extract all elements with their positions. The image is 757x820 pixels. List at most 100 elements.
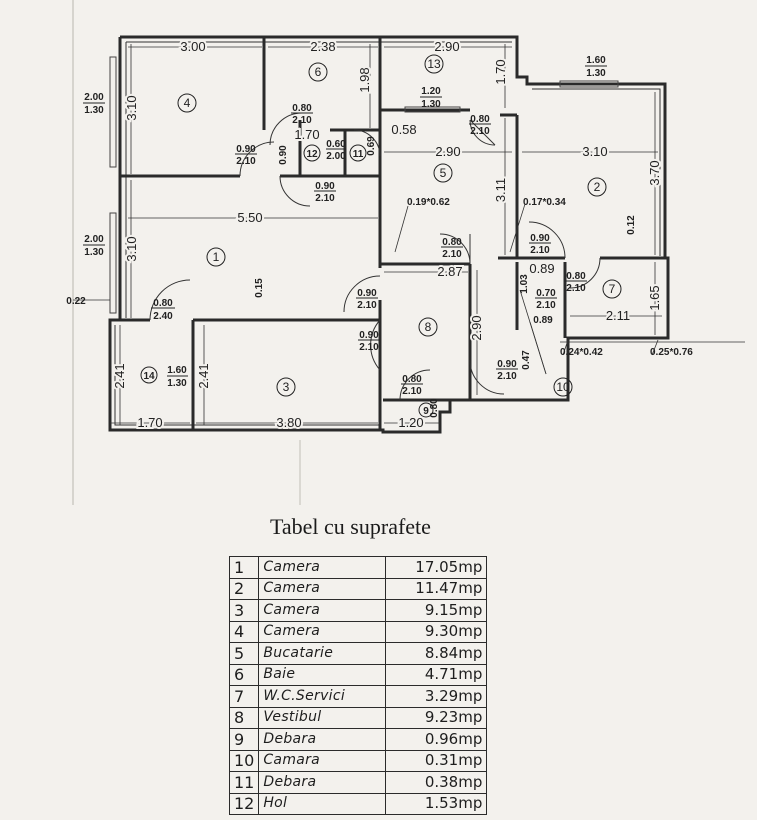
opening-top: 0.90: [530, 233, 550, 244]
room-area: 9.30mp: [385, 620, 488, 643]
section-labels: 0.19*0.62 0.17*0.34 0.24*0.42 0.25*0.76: [407, 197, 693, 358]
opening-fraction: 0.90 2.10: [358, 330, 380, 353]
section-label: 0.25*0.76: [650, 347, 693, 358]
section-label: 0.24*0.42: [560, 347, 603, 358]
room-area: 0.96mp: [385, 728, 488, 751]
opening-bottom: 2.10: [359, 342, 379, 353]
dimension-label: 0.69: [366, 136, 377, 156]
room-area: 8.84mp: [385, 642, 488, 665]
row-number: 8: [228, 706, 260, 729]
dimension-label: 1.03: [519, 274, 530, 294]
opening-bottom: 1.30: [586, 68, 606, 79]
room-area: 9.15mp: [385, 599, 488, 622]
room-area: 11.47mp: [385, 577, 488, 600]
room-area: 17.05mp: [385, 556, 488, 579]
opening-fraction: 0.90 2.10: [314, 181, 336, 204]
room-name: Camera: [258, 599, 387, 622]
dimension-label: 3.80: [276, 415, 301, 430]
section-label: 0.17*0.34: [523, 197, 566, 208]
room-label: 8: [418, 317, 438, 337]
door-swings: [149, 112, 601, 401]
opening-bottom: 2.40: [153, 311, 173, 322]
room-label: 9: [418, 402, 434, 418]
room-number: 6: [315, 65, 322, 79]
room-label: 6: [308, 62, 328, 82]
dimension-label: 0.22: [66, 296, 86, 307]
opening-fraction: 1.20 1.30: [420, 86, 442, 110]
section-pointers: [394, 203, 659, 375]
opening-top: 0.90: [315, 181, 335, 192]
room-label: 14: [140, 366, 158, 384]
row-number: 9: [228, 728, 260, 751]
room-label: 12: [303, 144, 321, 162]
room-label: 5: [433, 163, 453, 183]
opening-top: 2.00: [84, 234, 104, 245]
room-label: 3: [276, 377, 296, 397]
opening-bottom: 2.10: [497, 371, 517, 382]
dimension-label: 1.70: [493, 59, 508, 84]
row-number: 2: [228, 577, 260, 600]
opening-fraction: 0.80 2.10: [565, 271, 587, 294]
opening-top: 1.60: [586, 55, 606, 66]
opening-fraction: 0.80 2.10: [401, 374, 423, 397]
dimension-label: 0.12: [626, 215, 637, 235]
room-number: 13: [427, 57, 441, 71]
opening-fraction: 0.80 2.10: [469, 114, 491, 137]
room-number: 7: [609, 282, 616, 296]
row-number: 6: [228, 663, 260, 686]
opening-fraction: 0.80 2.10: [291, 103, 313, 126]
opening-fraction: 0.90 2.10: [235, 144, 257, 167]
dimension-label: 2.87: [437, 264, 462, 279]
room-area: 0.31mp: [385, 749, 488, 772]
opening-bottom: 2.10: [470, 126, 490, 137]
dimension-label: 0.58: [391, 122, 416, 137]
dimension-label: 0.90: [278, 145, 289, 165]
dimension-label: 1.70: [294, 127, 319, 142]
opening-top: 0.80: [292, 103, 312, 114]
dimension-label: 5.50: [237, 210, 262, 225]
opening-fraction: 0.70 2.10: [535, 288, 557, 311]
opening-top: 1.60: [167, 365, 187, 376]
floor-plan: 1 2 3 4 5 6 7 8 9 10 11 12 13 14 3.00 2.…: [66, 0, 745, 505]
room-numbers: 1 2 3 4 5 6 7 8 9 10 11 12 13 14: [140, 54, 622, 418]
room-name: Hol: [258, 792, 387, 815]
room-number: 2: [594, 180, 601, 194]
opening-bottom: 1.30: [84, 105, 104, 116]
dimension-label: 2.90: [469, 315, 484, 340]
room-label: 10: [553, 377, 573, 397]
room-name: Camera: [258, 556, 387, 579]
table-title: Tabel cu suprafete: [270, 514, 431, 539]
row-number: 3: [228, 599, 260, 622]
room-label: 4: [177, 93, 197, 113]
opening-bottom: 2.10: [536, 300, 556, 311]
room-name: Camera: [258, 620, 387, 643]
opening-bottom: 2.10: [402, 386, 422, 397]
opening-top: 0.80: [153, 298, 173, 309]
opening-top: 0.70: [536, 288, 556, 299]
room-area: 0.38mp: [385, 771, 488, 794]
dimension-label: 1.65: [647, 285, 662, 310]
opening-bottom: 1.30: [167, 378, 187, 389]
room-name: Camera: [258, 577, 387, 600]
opening-bottom: 2.10: [530, 245, 550, 256]
opening-top: 0.90: [357, 288, 377, 299]
room-area: 4.71mp: [385, 663, 488, 686]
room-name: Debara: [258, 728, 387, 751]
opening-bottom: 2.10: [442, 249, 462, 260]
dimension-label: 0.89: [533, 315, 553, 326]
opening-top: 0.80: [566, 271, 586, 282]
dimension-label: 0.80: [429, 398, 440, 418]
dimension-label: 3.10: [124, 95, 139, 120]
room-name: Debara: [258, 771, 387, 794]
opening-fraction: 1.60 1.30: [585, 55, 607, 79]
opening-bottom: 2.10: [292, 115, 312, 126]
room-label: 11: [349, 144, 367, 162]
dimension-lines: [73, 44, 745, 425]
